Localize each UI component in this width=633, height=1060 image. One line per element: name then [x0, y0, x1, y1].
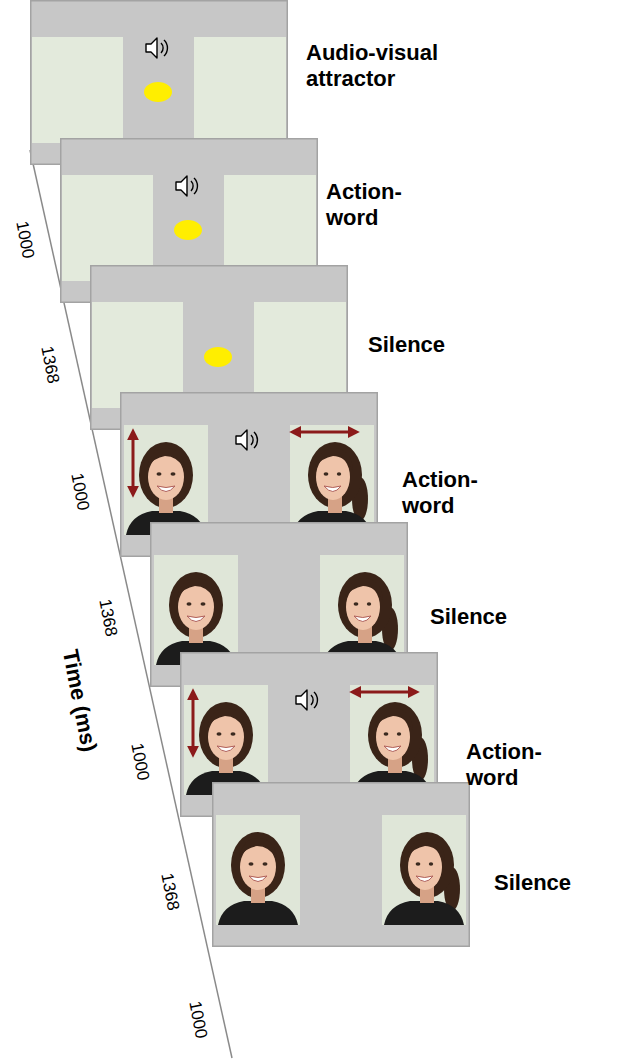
screen-frame: Audio-visual attractor [30, 0, 288, 165]
screen-frame: Silence [90, 265, 348, 430]
phase-label: Silence [494, 870, 571, 896]
phase-label: Audio-visual attractor [306, 40, 471, 92]
duration-number: 1000 [12, 219, 38, 260]
screen-frame: Action-word [180, 652, 438, 817]
phase-label: Action-word [326, 179, 402, 231]
screen-frame: Silence [150, 522, 408, 687]
duration-number: 1000 [127, 741, 153, 782]
screen-frame: Silence [212, 782, 470, 947]
phase-label: Action-word [466, 739, 542, 791]
screen-frame: Action-word [120, 392, 378, 557]
screen-frame [213, 783, 470, 947]
phase-label: Silence [368, 332, 445, 358]
duration-number: 1000 [185, 999, 211, 1040]
phase-label: Action-word [402, 467, 478, 519]
duration-number: 1368 [157, 871, 183, 912]
screen-frame: Action-word [60, 138, 318, 303]
duration-number: 1368 [37, 344, 63, 385]
axis-title: Time (ms) [57, 647, 102, 753]
phase-label: Silence [430, 604, 507, 630]
duration-number: 1000 [67, 471, 93, 512]
duration-number: 1368 [95, 597, 121, 638]
